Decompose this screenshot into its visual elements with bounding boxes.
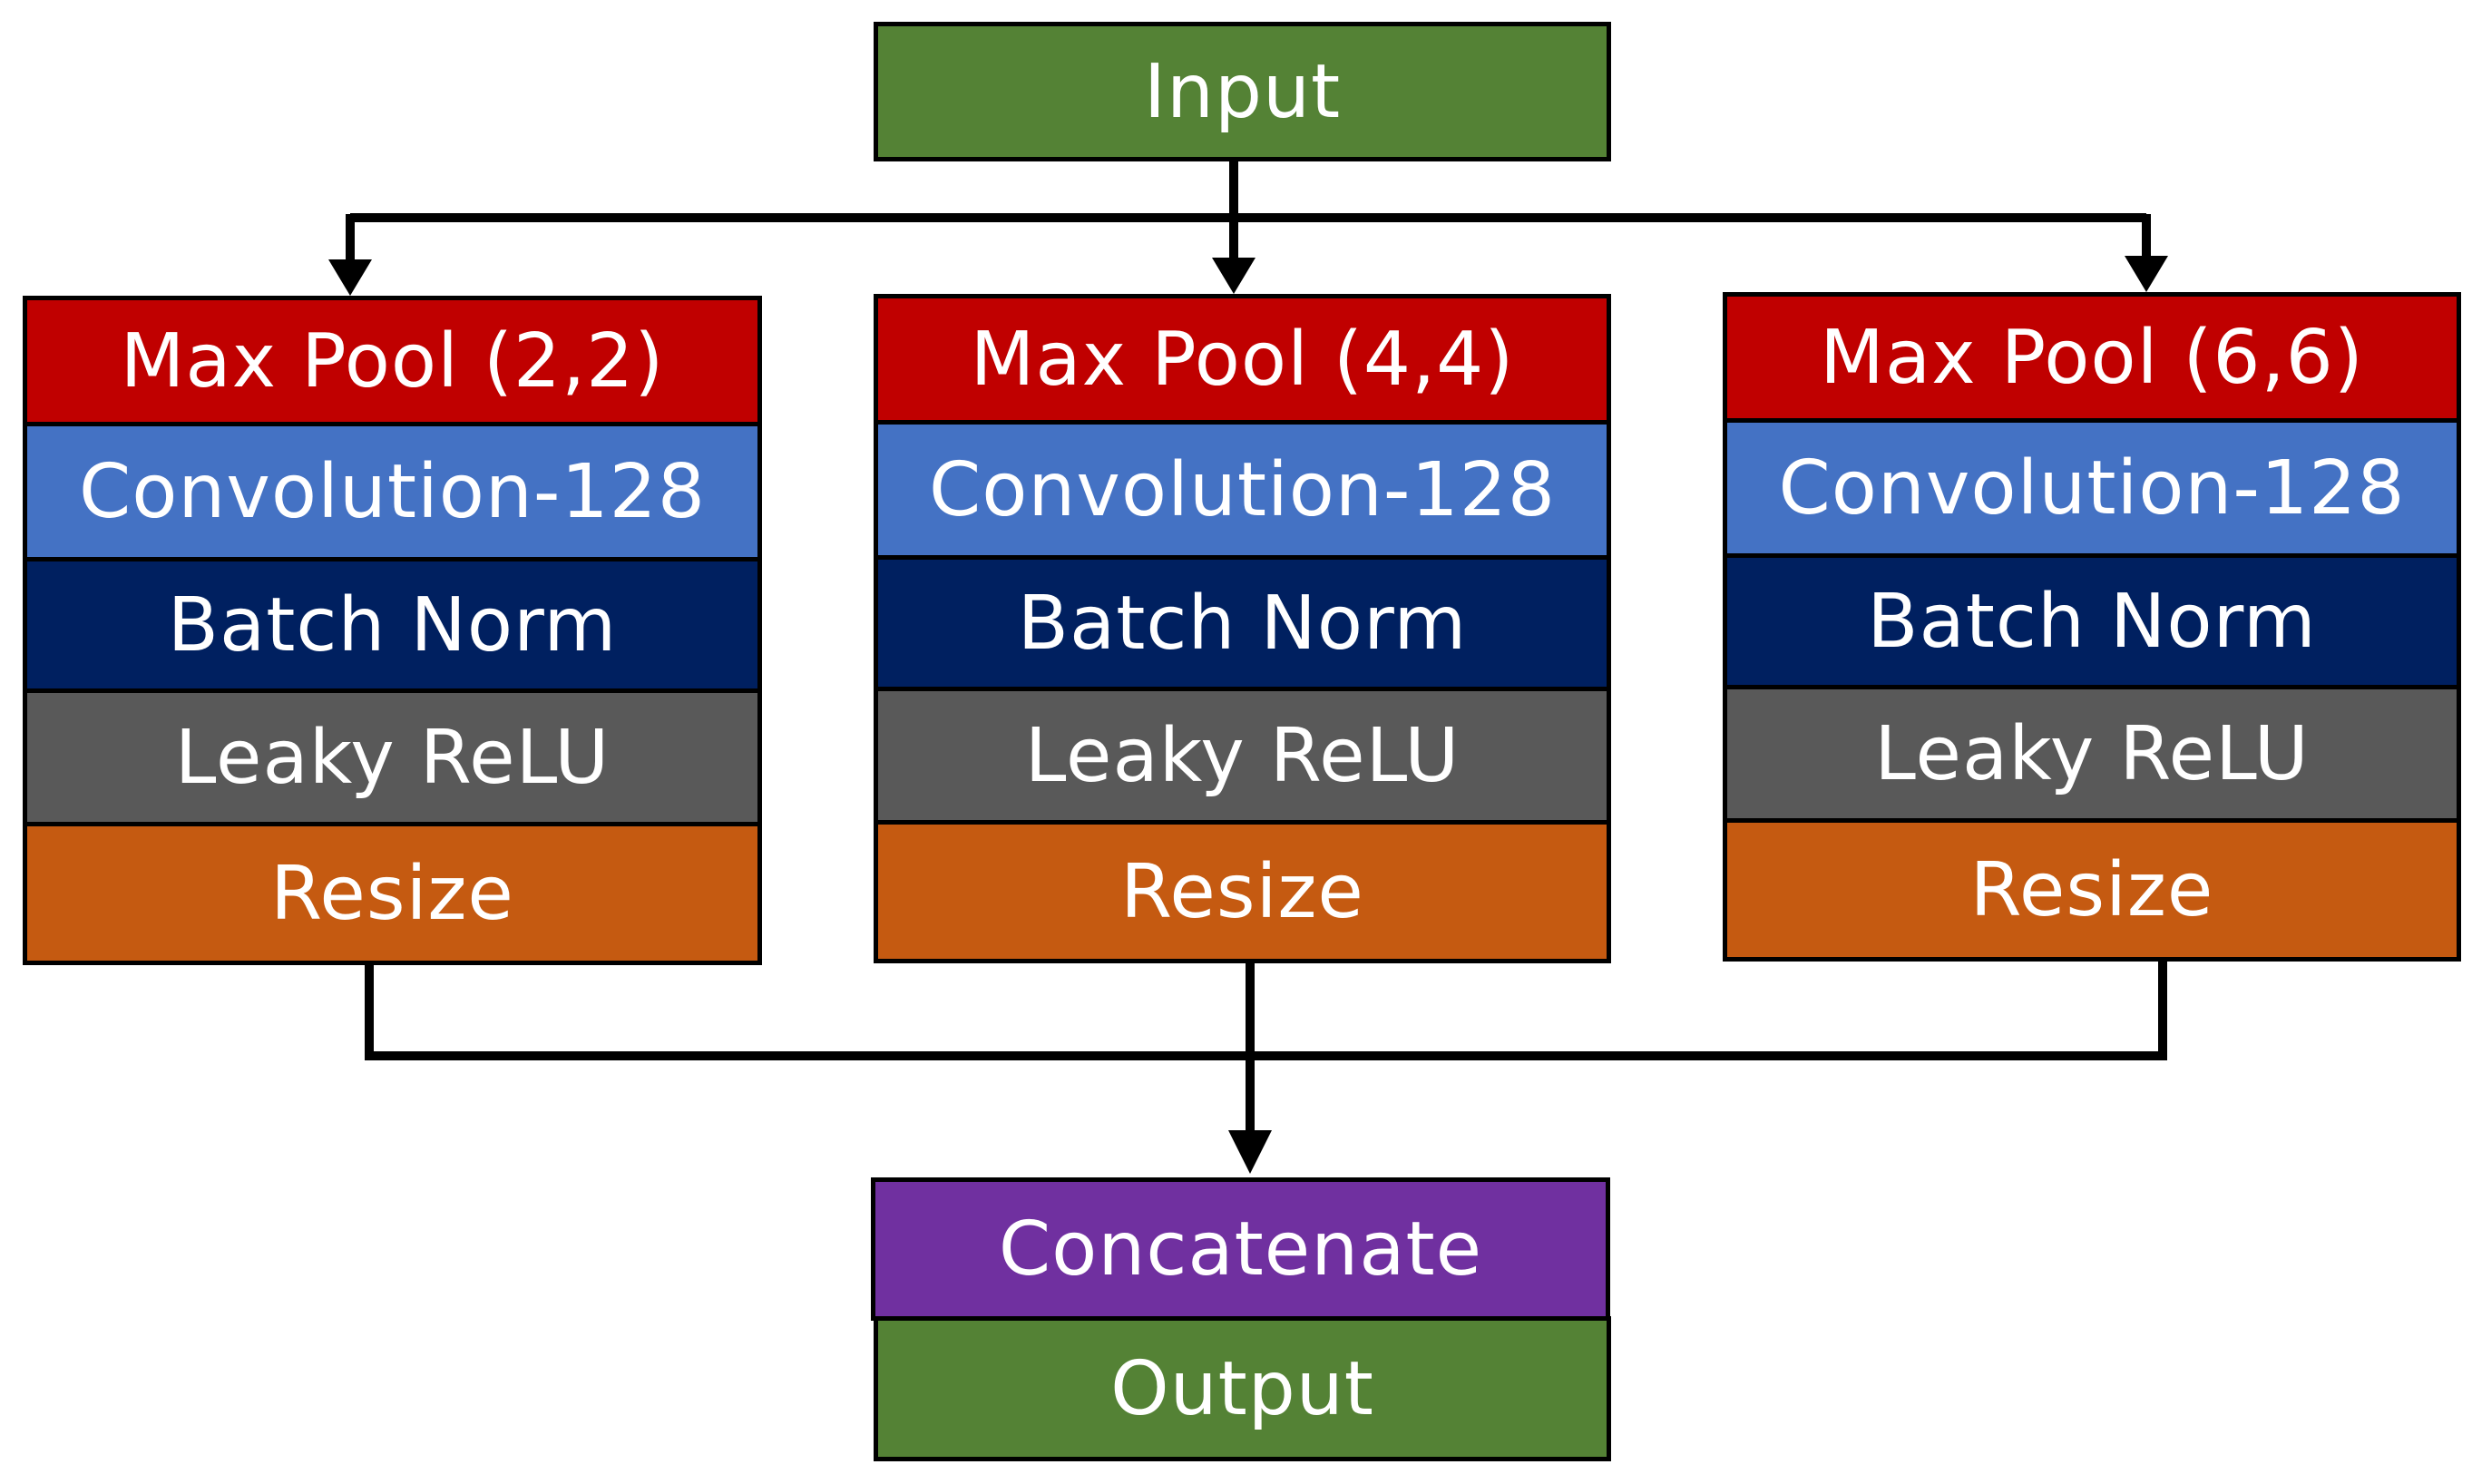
branch-3-batch-norm-layer: Batch Norm: [1723, 553, 2461, 689]
concatenate-node: Concatenate: [871, 1177, 1610, 1321]
branch-3-leaky-relu-layer: Leaky ReLU: [1723, 685, 2461, 823]
branch-2-max-pool-layer: Max Pool (4,4): [874, 294, 1611, 425]
merge-line-branch-3: [1245, 958, 2167, 1060]
branch-2-resize-layer: Resize: [874, 820, 1611, 963]
arrowhead-concatenate: [1228, 1130, 1272, 1174]
branch-2-convolution-layer: Convolution-128: [874, 420, 1611, 560]
branch-1-resize-layer: Resize: [23, 822, 762, 965]
branch-1-max-pool-layer: Max Pool (2,2): [23, 296, 762, 426]
branch-1-convolution-layer: Convolution-128: [23, 422, 762, 561]
branch-2-leaky-relu-layer: Leaky ReLU: [874, 687, 1611, 825]
branch-3-max-pool-layer: Max Pool (6,6): [1723, 292, 2461, 423]
input-node: Input: [874, 22, 1611, 161]
branch-3-resize-layer: Resize: [1723, 818, 2461, 962]
branch-2-batch-norm-layer: Batch Norm: [874, 555, 1611, 691]
merge-line-branch-1: [365, 963, 1250, 1060]
arrowhead-branch-2: [1212, 258, 1256, 294]
arrowhead-branch-1: [328, 259, 372, 296]
output-node: Output: [874, 1316, 1611, 1461]
branch-1-batch-norm-layer: Batch Norm: [23, 557, 762, 693]
branch-1-leaky-relu-layer: Leaky ReLU: [23, 688, 762, 826]
branch-3-convolution-layer: Convolution-128: [1723, 418, 2461, 558]
arrowhead-branch-3: [2125, 256, 2168, 292]
